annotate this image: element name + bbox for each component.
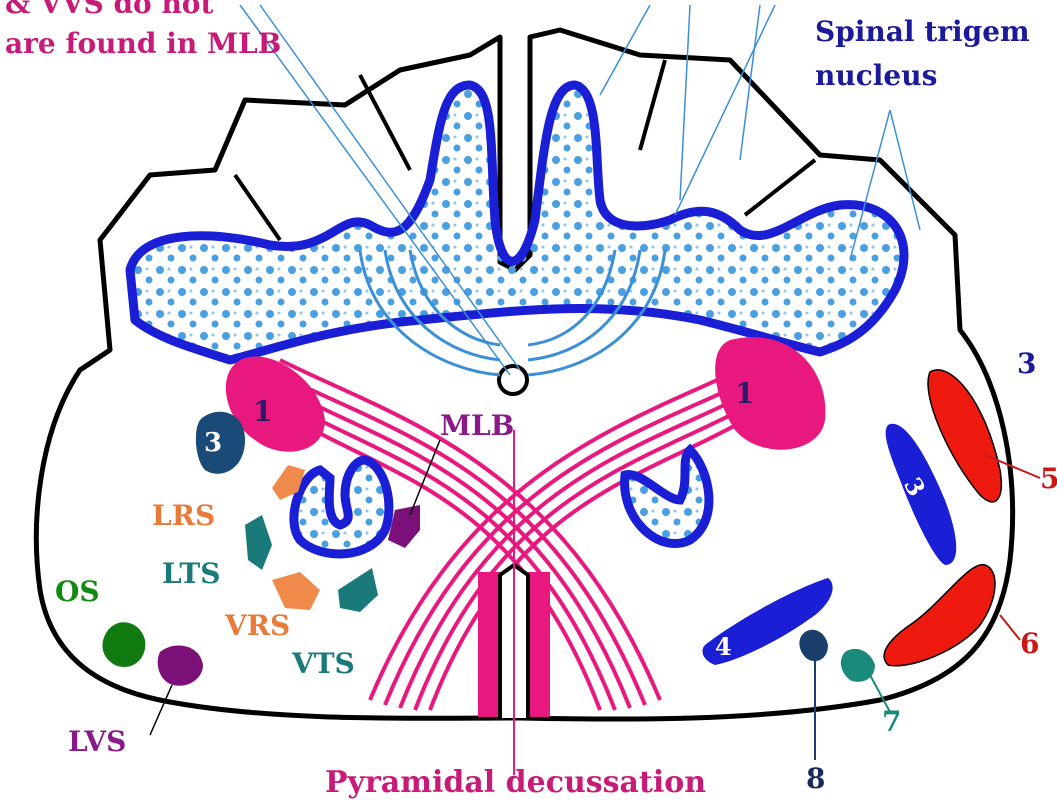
mlb-label: MLB (440, 412, 514, 440)
vrs-label: VRS (225, 612, 290, 640)
num-5: 5 (1040, 465, 1057, 493)
spinal-trigem-label-line2: nucleus (815, 62, 937, 90)
num-8: 8 (806, 765, 825, 793)
num-3-right-outer: 3 (1017, 350, 1036, 378)
top-left-label-line1: & VVS do not (5, 0, 213, 18)
num-4: 4 (715, 635, 732, 659)
num-1-right: 1 (735, 380, 754, 408)
num-1-left: 1 (253, 398, 272, 426)
central-canal (499, 366, 527, 394)
num-3-left: 3 (204, 430, 222, 456)
num-7: 7 (882, 708, 901, 736)
lts-label: LTS (162, 560, 220, 588)
num-6: 6 (1020, 630, 1039, 658)
tract-6-leader (1000, 615, 1020, 640)
pyramidal-decussation-label: Pyramidal decussation (325, 768, 706, 798)
pyramid-right (528, 572, 550, 717)
os-label: OS (55, 578, 100, 606)
pyramid-left (478, 572, 500, 717)
lrs-label: LRS (152, 502, 215, 530)
top-left-label-line2: are found in MLB (5, 30, 281, 58)
vts-label: VTS (292, 650, 355, 678)
lvs-label: LVS (68, 728, 126, 756)
spinal-trigem-label-line1: Spinal trigem (815, 18, 1030, 46)
